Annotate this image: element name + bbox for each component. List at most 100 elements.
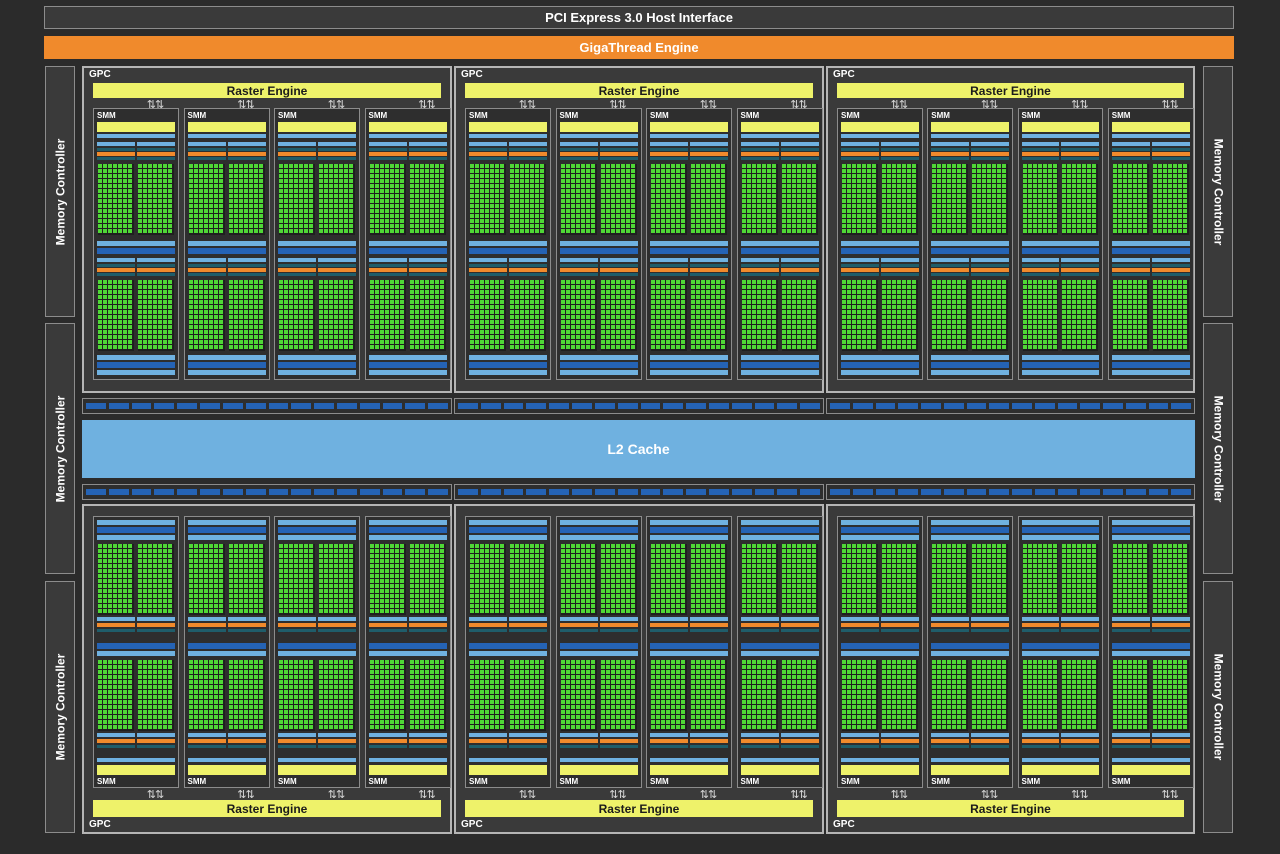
cuda-core [279, 290, 283, 294]
cuda-core [937, 320, 942, 324]
cuda-core [721, 295, 725, 299]
cuda-core [520, 174, 524, 178]
cuda-core [1127, 320, 1132, 324]
cuda-core [163, 179, 167, 183]
cuda-core [279, 169, 283, 173]
cuda-core [1077, 320, 1082, 324]
cuda-core [228, 335, 233, 339]
cuda-core [801, 209, 806, 213]
core-grid [369, 164, 406, 235]
cuda-core [1062, 194, 1067, 198]
cuda-core [289, 169, 293, 173]
cuda-core [1162, 280, 1167, 284]
cuda-core [691, 174, 695, 178]
ld-st-unit [97, 273, 135, 276]
cuda-core [896, 310, 901, 314]
cuda-core [394, 300, 399, 304]
core-grid [1112, 280, 1149, 351]
cuda-core [751, 214, 756, 218]
cuda-core [118, 224, 122, 228]
cuda-core [771, 204, 776, 208]
cuda-core [1047, 189, 1052, 193]
cuda-core [721, 169, 725, 173]
cuda-core [289, 320, 293, 324]
tex-cache [187, 248, 266, 254]
cuda-core [721, 214, 725, 218]
cuda-core [1037, 285, 1042, 289]
cuda-core [857, 169, 861, 173]
cuda-core [324, 280, 328, 284]
cuda-core [158, 290, 162, 294]
cuda-core [701, 214, 705, 218]
cuda-core [862, 310, 866, 314]
cuda-core [530, 199, 534, 203]
cuda-core [218, 285, 223, 289]
cuda-core [937, 300, 942, 304]
smm-label: SMM [1111, 111, 1131, 120]
cuda-core [977, 229, 982, 233]
cuda-core [369, 295, 374, 299]
cuda-core [123, 290, 127, 294]
cuda-core [248, 229, 253, 233]
cuda-core [1177, 169, 1182, 173]
cuda-core [535, 179, 539, 183]
cuda-core [1072, 295, 1077, 299]
cuda-core [671, 305, 675, 309]
cuda-core [394, 204, 399, 208]
cuda-core [630, 214, 635, 218]
cuda-core [409, 229, 414, 233]
cuda-core [1117, 174, 1122, 178]
cuda-core [243, 320, 248, 324]
cuda-core [852, 169, 856, 173]
cuda-core [414, 164, 419, 168]
cuda-core [248, 320, 253, 324]
cuda-core [1092, 164, 1097, 168]
cuda-core [1117, 345, 1122, 349]
cuda-core [374, 320, 379, 324]
cuda-core [1157, 179, 1162, 183]
cuda-core [138, 345, 142, 349]
cuda-core [911, 209, 916, 213]
cuda-core [1082, 330, 1087, 334]
cuda-core [801, 345, 806, 349]
cuda-core [711, 330, 715, 334]
cuda-core [806, 199, 811, 203]
cuda-core [108, 335, 112, 339]
cuda-core [334, 229, 338, 233]
cuda-core [138, 295, 142, 299]
cuda-core [515, 174, 519, 178]
cuda-core [158, 310, 162, 314]
cuda-core [153, 174, 157, 178]
cuda-core [937, 169, 942, 173]
cuda-core [1022, 340, 1027, 344]
cuda-core [992, 209, 997, 213]
cuda-core [615, 214, 620, 218]
cuda-core [746, 214, 751, 218]
cuda-core [997, 330, 1002, 334]
cuda-core [1082, 320, 1087, 324]
cuda-core [113, 290, 117, 294]
cuda-core [490, 184, 494, 188]
cuda-core [384, 209, 389, 213]
cuda-core [1037, 219, 1042, 223]
cuda-core [419, 330, 424, 334]
cuda-core [374, 229, 379, 233]
tex-cache [368, 362, 447, 368]
dispatch-unit [137, 148, 175, 151]
cuda-core [847, 179, 851, 183]
cuda-core [786, 179, 791, 183]
cuda-core [911, 320, 916, 324]
cuda-core [746, 320, 751, 324]
cuda-core [294, 330, 298, 334]
cuda-core [746, 340, 751, 344]
dispatch-unit [368, 264, 407, 267]
cuda-core [515, 199, 519, 203]
cuda-core [1047, 164, 1052, 168]
cuda-core [143, 315, 147, 319]
cuda-core [625, 174, 630, 178]
cuda-core [666, 199, 670, 203]
cuda-core [610, 194, 615, 198]
cuda-core [520, 219, 524, 223]
cuda-core [138, 315, 142, 319]
cuda-core [1142, 315, 1147, 319]
